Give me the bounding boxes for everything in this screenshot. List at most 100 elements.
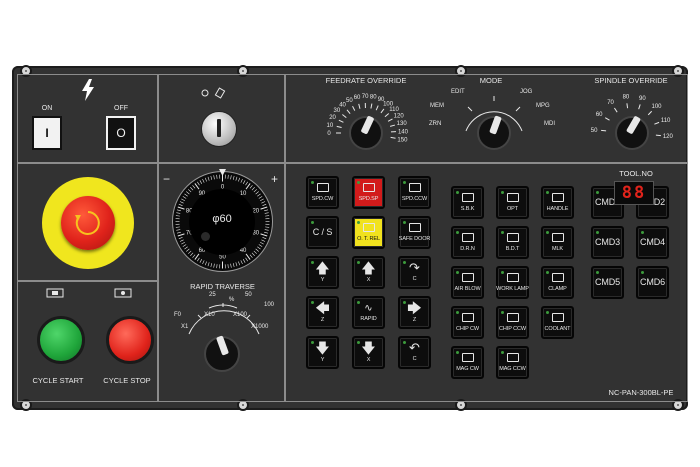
handwheel-tick-label: 70	[186, 230, 193, 236]
key-indicator-led	[311, 261, 314, 264]
power-on-button[interactable]: I	[32, 116, 62, 150]
rapid-traverse-x10-label: X10	[204, 312, 215, 318]
handwheel-tick	[262, 237, 267, 240]
key-y[interactable]: 🡇Y	[306, 336, 339, 369]
dial-tick-label: 50	[591, 128, 598, 134]
key-air-blow[interactable]: AIR BLOW	[451, 266, 484, 299]
key-x[interactable]: 🡅X	[352, 256, 385, 289]
handwheel-tick	[216, 264, 218, 269]
key-opt[interactable]: OPT	[496, 186, 529, 219]
dial-tick-label: 90	[639, 96, 646, 102]
key-s-b-k[interactable]: S.B.K	[451, 186, 484, 219]
key-label: SPD.SP	[358, 195, 379, 202]
handwheel-tick	[176, 209, 181, 212]
handwheel-minus-label: −	[163, 172, 171, 186]
key-switch[interactable]	[201, 111, 237, 147]
handwheel-tick	[197, 181, 200, 186]
key-x[interactable]: 🡇X	[352, 336, 385, 369]
key-mlk[interactable]: MLK	[541, 226, 574, 259]
key-cmd6[interactable]: CMD6	[636, 266, 669, 299]
key-chip-cw[interactable]: CHIP CW	[451, 306, 484, 339]
mode-selector-knob[interactable]	[477, 115, 511, 150]
key-safe-door[interactable]: SAFE DOOR	[398, 216, 431, 249]
overtravel-release-icon	[362, 222, 375, 234]
dial-tick	[654, 121, 660, 125]
spindle-override-knob[interactable]	[615, 115, 649, 150]
handwheel-tick	[186, 248, 190, 252]
key-z[interactable]: 🡄Z	[306, 296, 339, 329]
key-indicator-led	[403, 301, 406, 304]
key-y[interactable]: 🡅Y	[306, 256, 339, 289]
key-indicator-led	[501, 311, 504, 314]
key-z[interactable]: 🡆Z	[398, 296, 431, 329]
feedrate-override-knob[interactable]	[349, 115, 383, 150]
cycle-stop-button[interactable]	[106, 316, 154, 364]
dial-tick-label: 100	[383, 101, 394, 107]
dial-tick	[346, 109, 351, 114]
dial-tick	[387, 118, 393, 122]
key-label: COOLANT	[544, 325, 571, 332]
key-mag-cw[interactable]: MAG CW	[451, 346, 484, 379]
handwheel-tick	[255, 191, 259, 195]
key-rapid[interactable]: ∿RAPID	[352, 296, 385, 329]
key-handle[interactable]: HANDLE	[541, 186, 574, 219]
emergency-stop-section	[17, 163, 158, 281]
dial-tick	[613, 107, 618, 113]
key-d-r-n[interactable]: D.R.N	[451, 226, 484, 259]
key-coolant[interactable]: COOLANT	[541, 306, 574, 339]
handwheel-crank[interactable]	[201, 232, 210, 241]
mode-edit-label: EDIT	[451, 89, 465, 95]
handwheel-tick	[192, 254, 196, 258]
key-cmd4[interactable]: CMD4	[636, 226, 669, 259]
key-cmd3[interactable]: CMD3	[591, 226, 624, 259]
key-work-lamp[interactable]: WORK LAMP	[496, 266, 529, 299]
dial-tick	[626, 103, 629, 109]
handwheel-tick	[258, 196, 263, 199]
key-c-s[interactable]: C / S	[306, 216, 339, 249]
dial-tick-label: 100	[651, 104, 662, 110]
key-indicator-led	[311, 341, 314, 344]
handwheel-tick	[182, 244, 187, 247]
handwheel-tick	[232, 175, 235, 180]
rotate-ccw-icon: ↶	[409, 340, 420, 355]
handwheel-tick	[253, 189, 257, 193]
key-c[interactable]: ↶C	[398, 336, 431, 369]
key-label: CMD3	[594, 237, 621, 247]
dial-tick-label: 110	[661, 118, 671, 124]
key-spd-ccw[interactable]: SPD.CCW	[398, 176, 431, 209]
rapid-traverse-knob[interactable]	[204, 335, 240, 372]
key-b-d-t[interactable]: B.D.T	[496, 226, 529, 259]
key-label: C	[412, 276, 417, 282]
dial-tick	[370, 103, 373, 109]
dial-tick-label: 60	[596, 112, 603, 118]
key-label: AIR BLOW	[454, 285, 481, 292]
tool-no-label: TOOL.NO	[619, 169, 653, 178]
mode-jog-label: JOG	[520, 89, 533, 95]
key-c[interactable]: ↷C	[398, 256, 431, 289]
handwheel-tick	[264, 231, 269, 234]
key-cmd5[interactable]: CMD5	[591, 266, 624, 299]
handwheel-tick	[242, 259, 246, 263]
handwheel-tick	[179, 201, 184, 204]
handwheel-tick	[238, 177, 241, 182]
key-chip-ccw[interactable]: CHIP CCW	[496, 306, 529, 339]
power-off-button[interactable]: O	[106, 116, 136, 150]
key-o-t-rel[interactable]: O. T. REL	[352, 216, 385, 249]
handwheel-knob[interactable]: φ60	[189, 189, 255, 255]
rapid-traverse-100-label: 100	[264, 302, 275, 308]
arrow-down-icon: 🡇	[315, 339, 330, 356]
dial-tick	[647, 110, 653, 116]
air-blow-icon	[461, 272, 474, 284]
cycle-start-button[interactable]	[37, 316, 85, 364]
key-indicator-led	[596, 231, 599, 234]
handwheel-tick-label: 0	[221, 185, 225, 191]
handwheel-tick-label: 40	[240, 248, 247, 254]
handwheel-tick	[240, 260, 243, 265]
key-mag-ccw[interactable]: MAG CCW	[496, 346, 529, 379]
key-spd-cw[interactable]: SPD.CW	[306, 176, 339, 209]
key-spd-sp[interactable]: SPD.SP	[352, 176, 385, 209]
emergency-stop-button[interactable]	[61, 196, 115, 250]
key-clamp[interactable]: CLAMP	[541, 266, 574, 299]
single-block-icon	[461, 192, 474, 204]
